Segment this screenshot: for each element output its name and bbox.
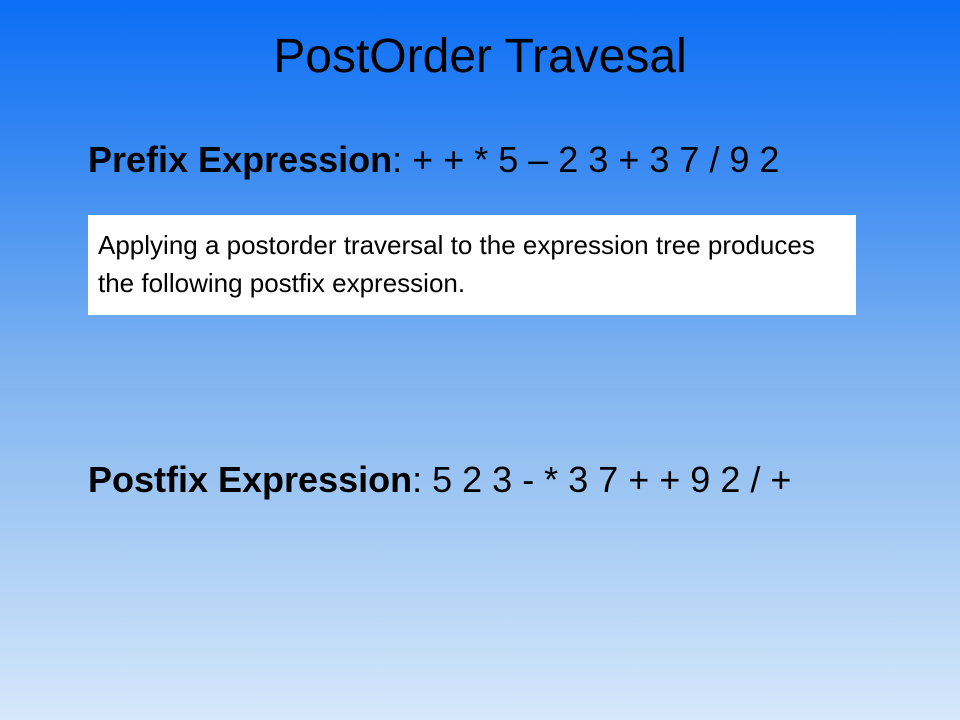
postfix-expression-line: Postfix Expression: 5 2 3 - * 3 7 + + 9 … — [88, 458, 791, 501]
prefix-expression-label: Prefix Expression — [88, 139, 393, 180]
explanation-text-box: Applying a postorder traversal to the ex… — [88, 215, 856, 315]
prefix-expression-value: + + * 5 – 2 3 + 3 7 / 9 2 — [412, 139, 780, 180]
prefix-expression-line: Prefix Expression: + + * 5 – 2 3 + 3 7 /… — [88, 138, 779, 181]
postfix-expression-value: 5 2 3 - * 3 7 + + 9 2 / + — [432, 459, 792, 500]
prefix-expression-separator: : — [392, 139, 413, 180]
postfix-expression-label: Postfix Expression — [88, 459, 413, 500]
slide-title: PostOrder Travesal — [273, 30, 687, 83]
postfix-expression-separator: : — [412, 459, 433, 500]
